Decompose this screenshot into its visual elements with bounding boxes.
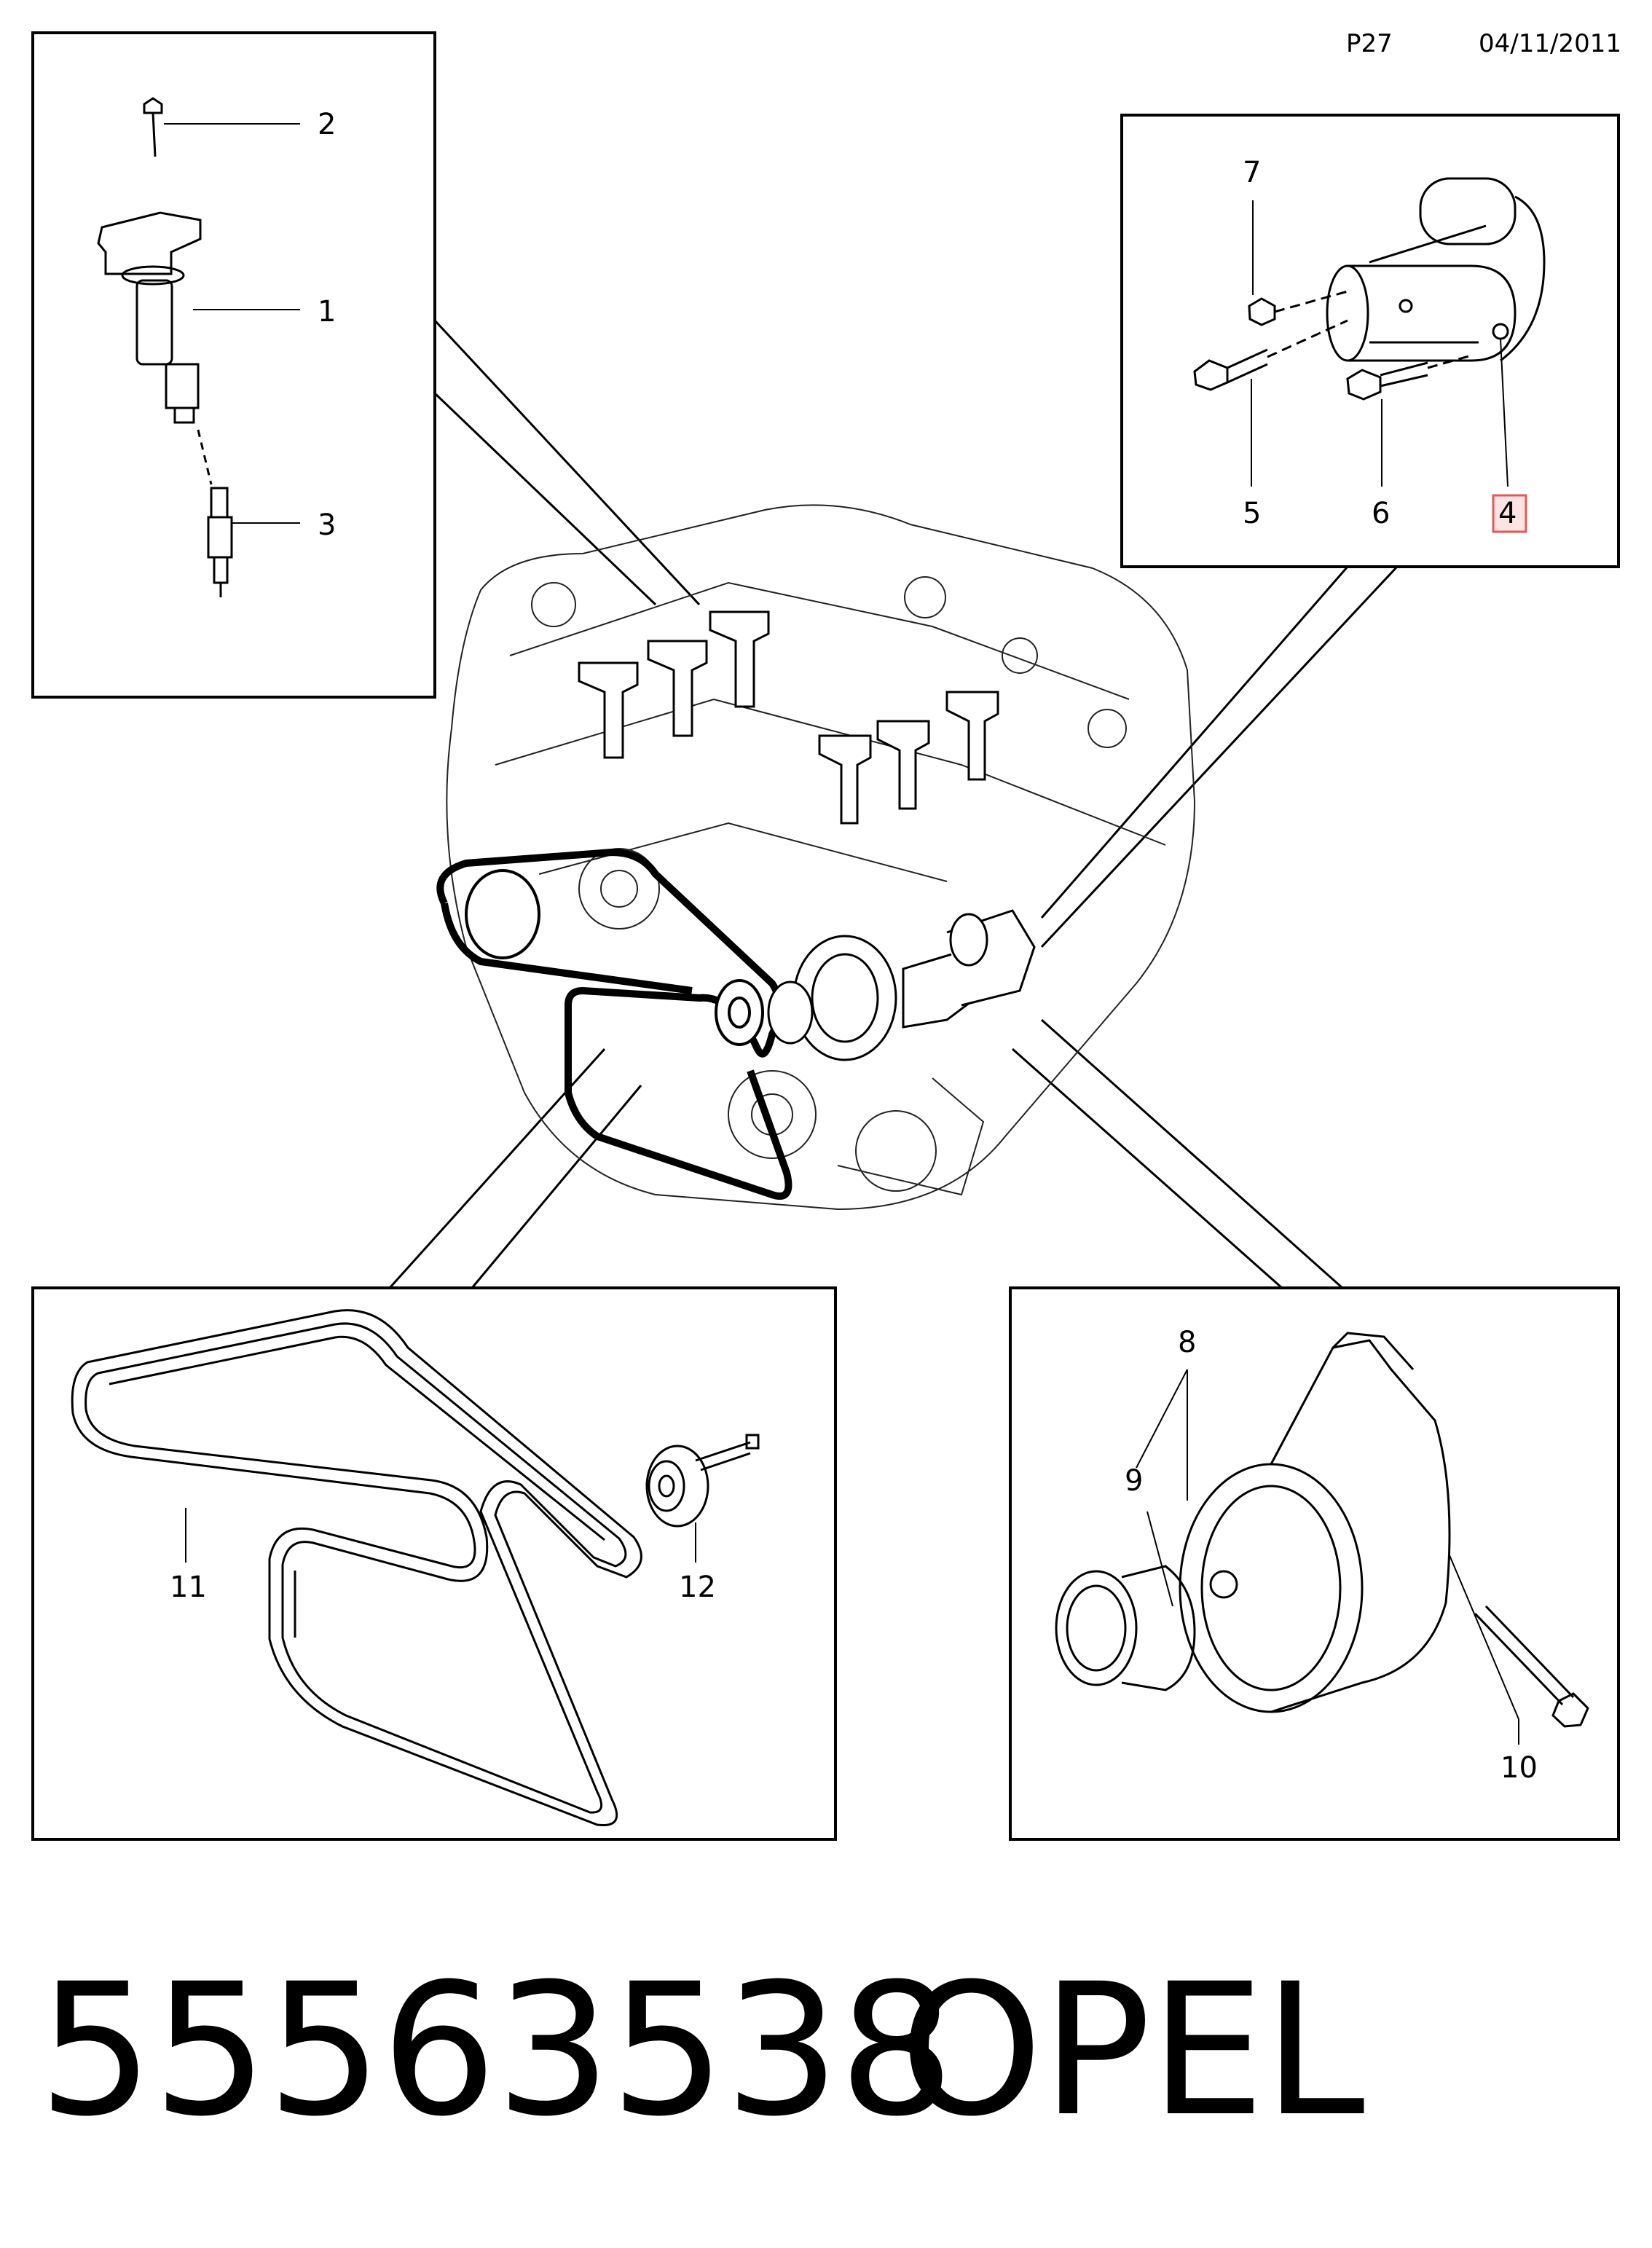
callout-12: 12 — [679, 1571, 716, 1604]
engine-coils — [578, 610, 999, 825]
callout-10: 10 — [1500, 1751, 1538, 1785]
starter-motor-illustration — [1326, 177, 1546, 362]
callout-8: 8 — [1178, 1326, 1196, 1359]
engine-alternator-starter — [767, 909, 1036, 1061]
stud-6-illustration — [1346, 354, 1472, 401]
callout-11: 11 — [170, 1571, 207, 1604]
callout-4-highlight-box — [1492, 494, 1527, 533]
page-code: P27 — [1346, 29, 1393, 58]
nut-7-illustration — [1248, 290, 1348, 326]
ignition-coil-illustration — [97, 97, 233, 597]
drive-belt-illustration — [71, 1309, 642, 1827]
callout-6: 6 — [1372, 497, 1390, 530]
callout-labels: 2 1 3 7 5 6 4 11 12 8 9 10 — [170, 108, 1538, 1785]
inset-panel-starter — [1120, 114, 1620, 568]
callout-7: 7 — [1243, 156, 1261, 189]
bolt-5-illustration — [1193, 319, 1348, 391]
callout-5: 5 — [1243, 497, 1261, 530]
page-date: 04/11/2011 — [1479, 29, 1621, 58]
callout-1: 1 — [318, 295, 336, 329]
engine-belt — [436, 848, 792, 1200]
idler-pulley-12-illustration — [645, 1434, 760, 1528]
callout-9: 9 — [1125, 1464, 1143, 1498]
part-number: 55563538 — [38, 1944, 954, 2156]
bolt-10-illustration — [1474, 1605, 1589, 1728]
brand-name: OPEL — [900, 1944, 1365, 2156]
inset-panel-alternator — [1009, 1286, 1620, 1841]
callout-2: 2 — [318, 108, 336, 141]
callout-4: 4 — [1498, 497, 1517, 530]
inset-panel-ignition — [31, 31, 436, 699]
panel-connectors — [388, 319, 1399, 1289]
inset-panel-belt — [31, 1286, 837, 1841]
alternator-illustration — [1055, 1332, 1451, 1713]
callout-3: 3 — [318, 508, 336, 542]
engine-belt-pulleys — [465, 869, 764, 1046]
